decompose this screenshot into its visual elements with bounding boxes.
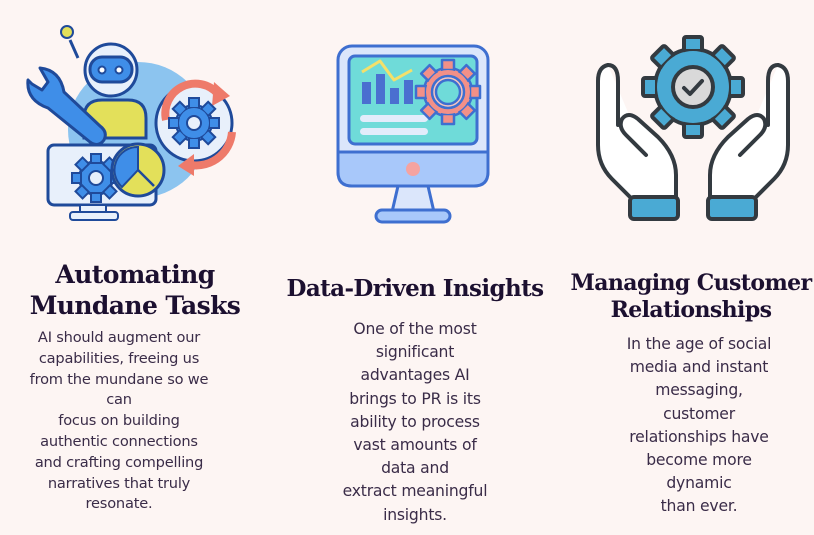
feature-description: One of the most significant advantages A… [270, 318, 560, 527]
hands-holding-gear-check-icon [588, 25, 798, 225]
description-line: become more [646, 451, 752, 470]
description-line: focus on building [58, 412, 180, 430]
description-line: advantages AI [360, 366, 470, 385]
description-line: insights. [383, 505, 447, 524]
description-line: AI should augment our [37, 329, 201, 346]
feature-managing-customer-relationships: Managing Customer Relationships In the a… [568, 0, 814, 535]
description-line: brings to PR is its [349, 389, 481, 408]
description-line: messaging, [655, 381, 743, 400]
description-line: significant [375, 343, 455, 362]
description-line: narratives that truly [47, 474, 191, 492]
description-line: can [106, 391, 132, 409]
description-line: One of the most [353, 320, 477, 338]
feature-title: Managing Customer Relationships [568, 270, 814, 324]
description-line: data and [381, 459, 449, 478]
description-line: than ever. [660, 497, 738, 516]
description-line: and crafting compelling [34, 453, 204, 471]
title-line: Relationships [610, 297, 772, 324]
description-line: extract meaningful [342, 482, 488, 501]
feature-description: In the age of social media and instant m… [568, 333, 814, 519]
title-line: Mundane Tasks [29, 290, 241, 320]
description-line: vast amounts of [353, 436, 477, 455]
monitor-analytics-gear-icon [332, 40, 492, 230]
description-line: authentic connections [40, 432, 198, 450]
description-line: ability to process [350, 412, 480, 431]
description-line: relationships have [629, 427, 769, 446]
feature-description: AI should augment our capabilities, free… [0, 328, 238, 515]
feature-automating-mundane-tasks: Automating Mundane Tasks AI should augme… [0, 0, 270, 535]
description-line: capabilities, freeing us [38, 349, 200, 367]
description-line: customer [663, 404, 735, 423]
feature-data-driven-insights: Data-Driven Insights One of the most sig… [270, 0, 560, 535]
title-line: Automating [55, 259, 215, 289]
description-line: from the mundane so we [29, 370, 209, 388]
feature-title: Data-Driven Insights [270, 274, 560, 304]
title-line: Data-Driven Insights [286, 275, 545, 303]
description-line: resonate. [85, 495, 153, 513]
title-line: Managing Customer [570, 270, 812, 297]
feature-title: Automating Mundane Tasks [0, 259, 270, 321]
description-line: media and instant [629, 358, 769, 377]
description-line: dynamic [666, 474, 732, 493]
description-line: In the age of social [626, 335, 772, 353]
robot-automation-gears-icon [18, 20, 248, 225]
